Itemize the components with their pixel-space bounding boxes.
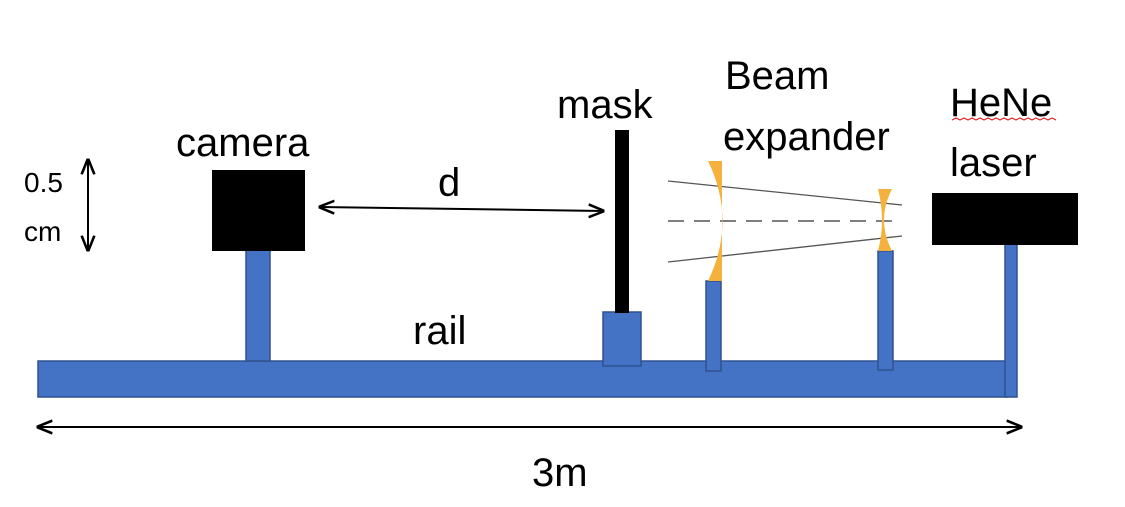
laser-post bbox=[1004, 243, 1018, 398]
camera-body bbox=[212, 170, 305, 251]
lens-large-post bbox=[705, 280, 722, 372]
height-unit-label: cm bbox=[24, 216, 61, 247]
camera-label: camera bbox=[176, 121, 310, 165]
rail-length-label: 3m bbox=[532, 451, 588, 495]
distance-arrow bbox=[320, 207, 603, 211]
beam-expander-label-line2: expander bbox=[723, 115, 890, 159]
rail bbox=[37, 360, 1008, 398]
laser-body bbox=[932, 193, 1078, 245]
height-value-label: 0.5 bbox=[24, 167, 63, 198]
beam-expander-label-line1: Beam bbox=[725, 54, 830, 98]
camera-post bbox=[245, 249, 271, 362]
mask-base bbox=[602, 311, 642, 367]
beam-upper-ray bbox=[667, 180, 903, 206]
mask-plate bbox=[615, 130, 629, 313]
mask-label: mask bbox=[557, 83, 654, 127]
laser-label-line2: laser bbox=[950, 141, 1037, 185]
lens-small bbox=[878, 189, 892, 251]
beam-lower-ray bbox=[667, 235, 903, 263]
spellcheck-underline bbox=[951, 117, 1057, 121]
distance-label: d bbox=[438, 161, 460, 205]
lens-small-post bbox=[877, 250, 894, 371]
laser-label-line1: HeNe bbox=[950, 81, 1052, 125]
lens-large bbox=[708, 161, 723, 281]
rail-label: rail bbox=[413, 309, 466, 353]
